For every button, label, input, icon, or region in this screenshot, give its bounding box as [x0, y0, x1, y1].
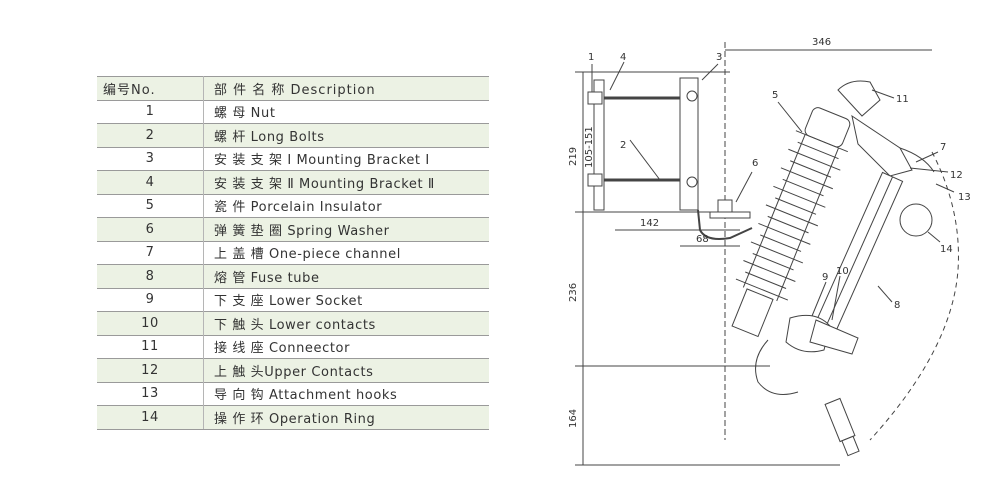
row-no: 5: [97, 193, 204, 218]
table-row: 14 操 作 环 Operation Ring: [97, 405, 489, 430]
mounting-bracket-1: [593, 79, 605, 211]
row-description: 导 向 钩 Attachment hooks: [203, 381, 489, 406]
table-row: 6 弹 簧 垫 圈 Spring Washer: [97, 217, 489, 241]
callout-1: 1: [588, 52, 594, 63]
row-no: 12: [97, 358, 204, 382]
table-row: 13 导 向 钩 Attachment hooks: [97, 381, 489, 406]
parts-table: 编号No. 部 件 名 称 Description 1 螺 母 Nut 2 螺 …: [97, 76, 489, 430]
row-description: 下 触 头 Lower contacts: [203, 311, 489, 335]
callout-11: 11: [896, 94, 909, 105]
lower-hook: [755, 339, 799, 395]
table-header: 编号No. 部 件 名 称 Description: [97, 76, 489, 100]
leader-11: [871, 89, 895, 99]
bolt-head-lower: [686, 176, 698, 188]
leader-13: [935, 183, 955, 193]
row-description: 安 装 支 架 Ⅱ Mounting Bracket Ⅱ: [203, 170, 489, 194]
spring-washer: [709, 211, 751, 219]
row-description: 螺 杆 Long Bolts: [203, 123, 489, 147]
fuse-cutout-drawing: 346 219 105-151 142 68 236 164 1 2 3 4 5…: [568, 37, 971, 466]
row-description: 下 支 座 Lower Socket: [203, 287, 489, 312]
fuse-tube: [812, 171, 904, 338]
leader-4: [609, 61, 625, 91]
header-description: 部 件 名 称 Description: [203, 76, 489, 100]
callout-12: 12: [950, 170, 963, 181]
table-row: 4 安 装 支 架 Ⅱ Mounting Bracket Ⅱ: [97, 170, 489, 194]
dimension-label-68: 68: [696, 234, 709, 245]
row-no: 8: [97, 264, 204, 288]
row-description: 螺 母 Nut: [203, 99, 489, 124]
table-row: 8 熔 管 Fuse tube: [97, 264, 489, 288]
nut-lower: [587, 173, 603, 187]
nut-upper: [587, 91, 603, 105]
table-row: 9 下 支 座 Lower Socket: [97, 287, 489, 312]
leader-10: [831, 275, 841, 321]
lower-contacts: [809, 319, 859, 355]
callout-2: 2: [620, 140, 626, 151]
row-no: 7: [97, 240, 204, 265]
header-no: 编号No.: [97, 76, 204, 100]
connector: [837, 80, 881, 117]
table-row: 3 安 装 支 架 Ⅰ Mounting Bracket Ⅰ: [97, 146, 489, 171]
row-no: 11: [97, 334, 204, 359]
row-no: 6: [97, 217, 204, 241]
row-no: 2: [97, 123, 204, 147]
leader-6: [735, 171, 753, 203]
callout-4: 4: [620, 52, 626, 63]
bolt-head-upper: [686, 90, 698, 102]
leader-8: [877, 285, 893, 303]
callout-6: 6: [752, 158, 758, 169]
leader-12: [909, 167, 949, 173]
row-no: 4: [97, 170, 204, 194]
callout-7: 7: [940, 142, 946, 153]
dimension-label-164: 164: [568, 409, 579, 428]
row-description: 熔 管 Fuse tube: [203, 264, 489, 288]
dimension-label-219: 219: [568, 147, 579, 166]
swing-arc: [869, 151, 959, 441]
row-description: 上 盖 槽 One-piece channel: [203, 240, 489, 265]
row-description: 瓷 件 Porcelain Insulator: [203, 193, 489, 218]
table-row: 11 接 线 座 Conneector: [97, 334, 489, 359]
dropped-fuse-tube: [824, 397, 860, 457]
callout-5: 5: [772, 90, 778, 101]
dimension-label-236: 236: [568, 283, 579, 302]
callout-13: 13: [958, 192, 971, 203]
leader-2: [629, 139, 661, 181]
dimension-label-142: 142: [640, 218, 659, 229]
callout-14: 14: [940, 244, 953, 255]
table-row: 1 螺 母 Nut: [97, 99, 489, 124]
dimension-label-346: 346: [812, 37, 831, 48]
callout-9: 9: [822, 272, 828, 283]
dimension-label-105-151: 105-151: [584, 126, 595, 168]
row-description: 弹 簧 垫 圈 Spring Washer: [203, 217, 489, 241]
mounting-bracket-arm: [697, 209, 753, 240]
porcelain-insulator: [731, 107, 851, 338]
row-no: 9: [97, 287, 204, 312]
row-no: 3: [97, 146, 204, 171]
row-description: 安 装 支 架 Ⅰ Mounting Bracket Ⅰ: [203, 146, 489, 171]
leader-14: [927, 231, 941, 243]
table-row: 12 上 触 头Upper Contacts: [97, 358, 489, 382]
row-description: 上 触 头Upper Contacts: [203, 358, 489, 382]
one-piece-channel: [899, 147, 935, 173]
leader-3: [701, 63, 719, 81]
row-description: 操 作 环 Operation Ring: [203, 405, 489, 430]
callout-8: 8: [894, 300, 900, 311]
table-row: 10 下 触 头 Lower contacts: [97, 311, 489, 335]
table-row: 5 瓷 件 Porcelain Insulator: [97, 193, 489, 218]
callout-10: 10: [836, 266, 849, 277]
table-row: 7 上 盖 槽 One-piece channel: [97, 240, 489, 265]
row-description: 接 线 座 Conneector: [203, 334, 489, 359]
leader-9: [811, 281, 827, 317]
row-no: 10: [97, 311, 204, 335]
leader-5: [777, 101, 803, 133]
row-no: 14: [97, 405, 204, 430]
upper-contacts: [851, 114, 913, 177]
callout-3: 3: [716, 52, 722, 63]
row-no: 1: [97, 99, 204, 124]
leader-7: [915, 151, 939, 163]
table-row: 2 螺 杆 Long Bolts: [97, 123, 489, 147]
row-no: 13: [97, 381, 204, 406]
operation-ring: [899, 203, 933, 237]
